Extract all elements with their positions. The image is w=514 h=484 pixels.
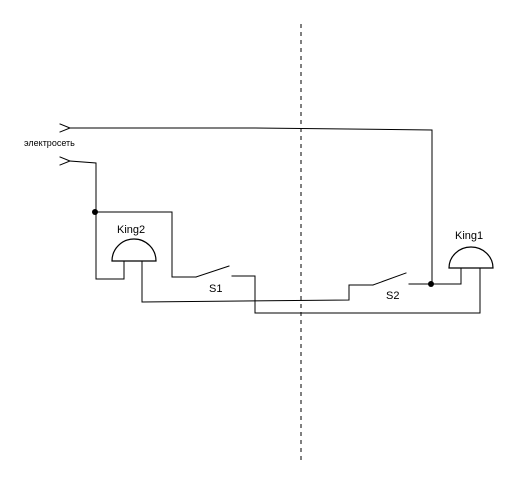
mains-arrow-bottom (59, 156, 72, 166)
wire-junction-to-king2 (95, 211, 125, 280)
label-bell-king2: King2 (117, 224, 145, 236)
label-switch-s2: S2 (386, 290, 399, 302)
wire-king2-to-s2 (141, 260, 374, 303)
switch-s2-blade (372, 272, 407, 286)
label-switch-s1: S1 (209, 283, 222, 295)
label-mains: электросеть (24, 138, 75, 148)
wire-s1-to-king1 (231, 267, 481, 314)
junction-dot-right (428, 281, 434, 287)
junction-dot-left (92, 209, 98, 215)
mains-arrow-top (59, 123, 72, 133)
wire-mains-bottom (69, 160, 97, 213)
wire-node-to-king1 (431, 267, 462, 285)
bell-king2-icon (111, 238, 157, 262)
label-bell-king1: King1 (455, 230, 483, 242)
wire-mains-top (69, 127, 433, 284)
switch-s1-blade (195, 265, 230, 278)
bell-king1-icon (448, 246, 494, 269)
wire-junction-to-s1 (95, 211, 197, 278)
